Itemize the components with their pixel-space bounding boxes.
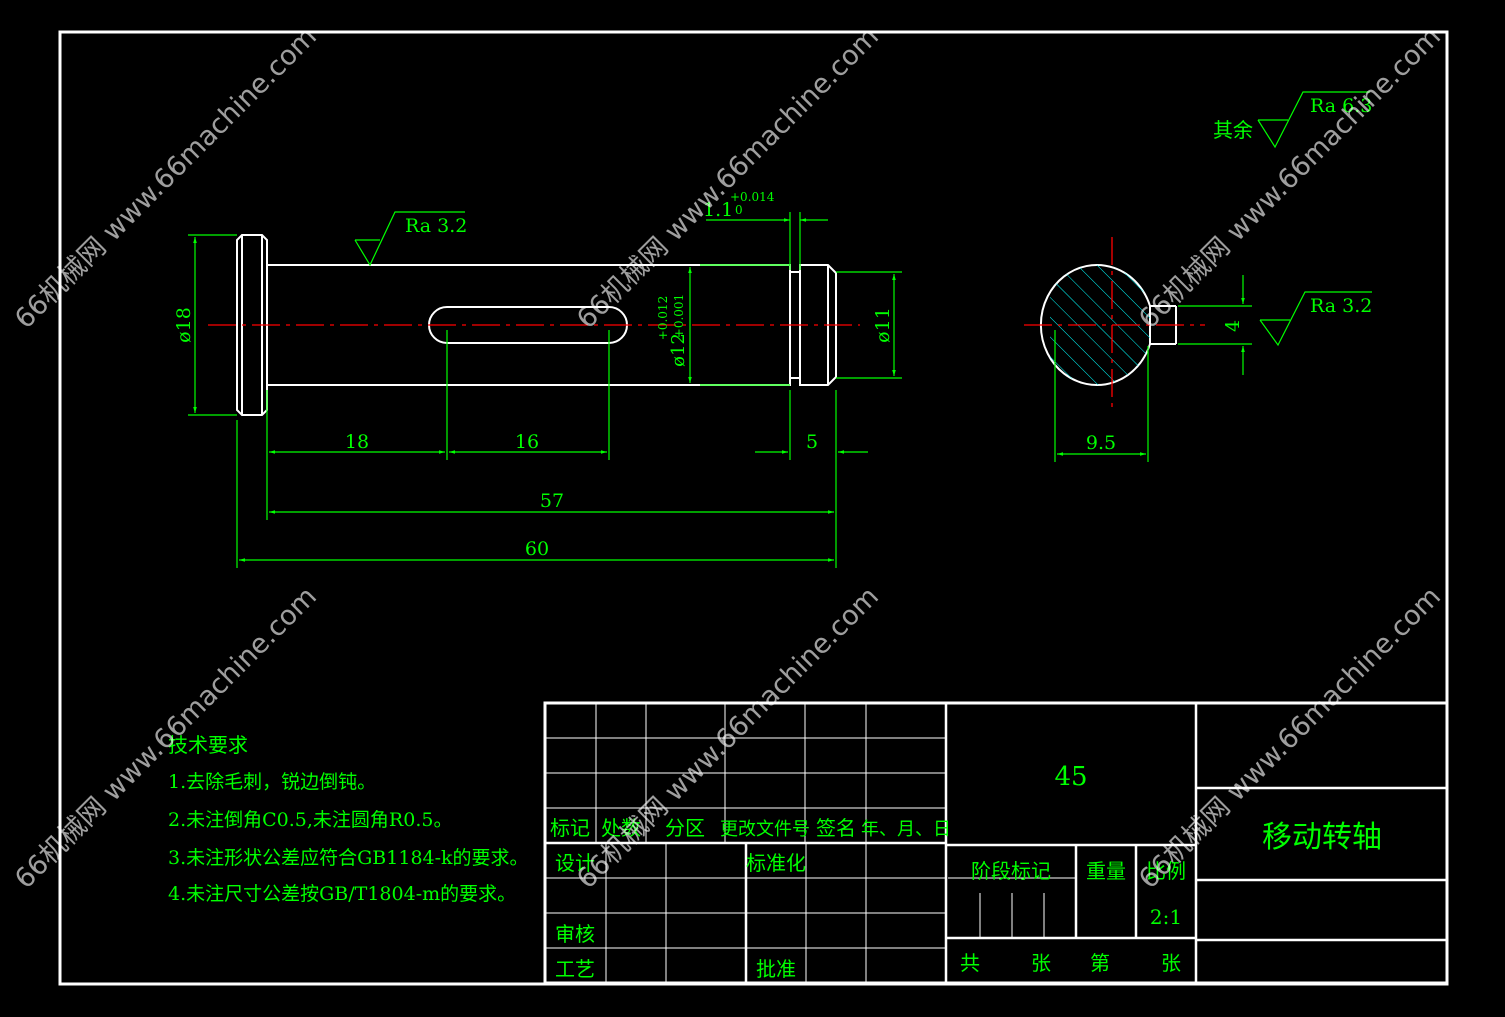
tech-item-1: 1.去除毛刺，锐边倒钝。 [168, 771, 376, 793]
dim-60: 60 [525, 538, 549, 560]
roughness-shaft: Ra 3.2 [405, 215, 467, 237]
scale-label: 比例 [1146, 859, 1186, 883]
drawing-border [58, 30, 1449, 986]
title-block [543, 701, 1449, 985]
dim-9-5: 9.5 [1086, 432, 1116, 454]
watermarks: 66机械网 www.66machine.com 66机械网 www.66mach… [9, 21, 1447, 895]
dim-16: 16 [515, 431, 539, 453]
dim-end-dia: ø11 [872, 307, 894, 343]
title-block-texts: 标记 处数 分区 更改文件号 签名 年、月、日 设计 标准化 审核 工艺 批准 … [550, 762, 1382, 981]
tech-item-2: 2.未注倒角C0.5,未注圆角R0.5。 [168, 809, 452, 831]
part-name: 移动转轴 [1262, 820, 1382, 855]
review-label: 审核 [555, 922, 595, 946]
scale-value: 2:1 [1150, 905, 1182, 929]
dimension-texts: ø18 ø12 +0.012 +0.001 ø11 1.1 +0.014 0 1… [173, 95, 1372, 560]
material: 45 [1054, 762, 1087, 792]
stage-label: 阶段标记 [971, 859, 1051, 883]
sheets-label-2: 张 [1161, 951, 1181, 975]
rev-header-zone: 分区 [665, 816, 705, 840]
dim-5: 5 [806, 431, 818, 453]
rev-header-sign: 签名 [816, 816, 856, 840]
dim-57: 57 [540, 490, 564, 512]
standard-label: 标准化 [746, 851, 806, 875]
dim-4: 4 [1222, 320, 1244, 332]
dim-shaft-tol-lower: +0.001 [672, 294, 686, 338]
rev-header-date: 年、月、日 [861, 819, 951, 840]
tech-title: 技术要求 [168, 733, 248, 757]
design-label: 设计 [555, 851, 595, 875]
weight-label: 重量 [1086, 859, 1126, 883]
tech-item-3: 3.未注形状公差应符合GB1184-k的要求。 [168, 847, 529, 869]
rev-header-count: 处数 [601, 816, 641, 840]
roughness-general: Ra 6.3 [1310, 95, 1372, 117]
dim-18: 18 [345, 431, 369, 453]
sheet-number-label: 第 [1090, 951, 1110, 975]
watermark: 66机械网 www.66machine.com [9, 21, 323, 335]
technical-requirements: 技术要求 1.去除毛刺，锐边倒钝。 2.未注倒角C0.5,未注圆角R0.5。 3… [168, 733, 529, 905]
dim-shaft-tol-upper: +0.012 [656, 296, 670, 340]
dim-groove-width: 1.1 [703, 199, 733, 221]
section-view [1024, 91, 1372, 462]
sheets-label: 张 [1031, 951, 1051, 975]
watermark: 66机械网 www.66machine.com [571, 21, 885, 335]
total-sheets-label: 共 [960, 951, 980, 975]
dim-groove-tol-upper: +0.014 [730, 190, 775, 204]
roughness-general-label: 其余 [1213, 118, 1253, 142]
rev-header-mark: 标记 [550, 816, 590, 840]
dimension-lines [188, 211, 902, 568]
dim-shaft-dia: ø12 [668, 333, 689, 367]
rev-header-doc: 更改文件号 [720, 819, 810, 840]
watermark: 66机械网 www.66machine.com [1133, 21, 1447, 335]
roughness-section: Ra 3.2 [1310, 295, 1372, 317]
process-label: 工艺 [555, 957, 595, 981]
dim-head-dia: ø18 [173, 307, 195, 343]
tech-item-4: 4.未注尺寸公差按GB/T1804-m的要求。 [168, 883, 516, 905]
dim-groove-tol-lower: 0 [735, 203, 743, 217]
approve-label: 批准 [756, 957, 796, 981]
